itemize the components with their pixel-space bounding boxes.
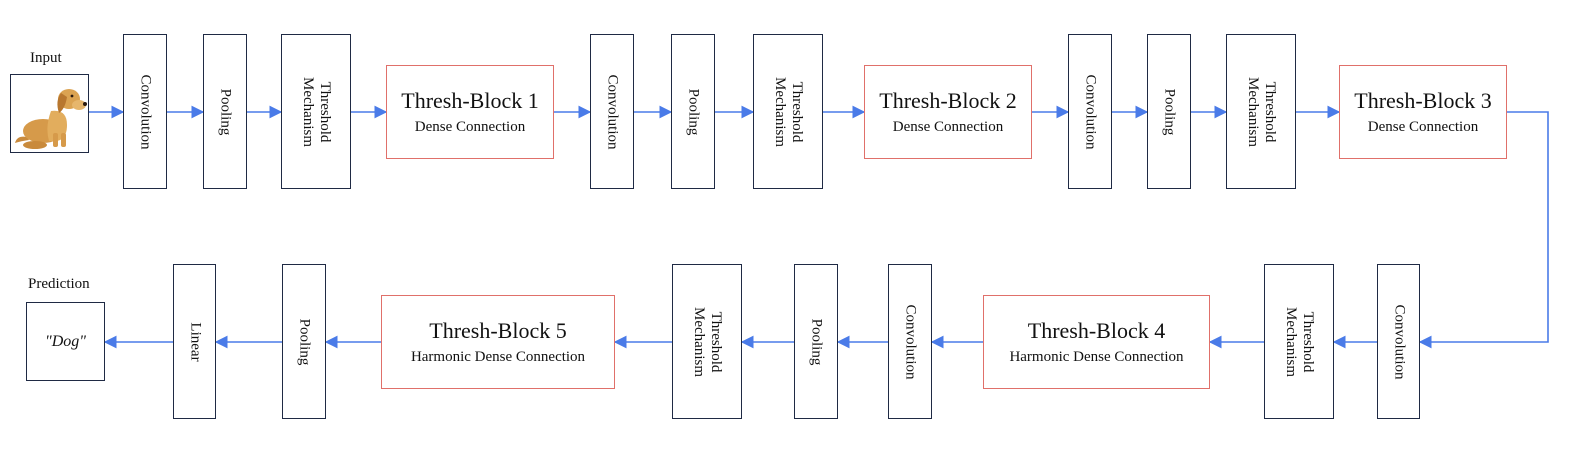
- thresh-block-3: Thresh-Block 3 Dense Connection: [1339, 65, 1507, 159]
- convolution-layer-1: Convolution: [123, 34, 167, 189]
- convolution-label: Convolution: [902, 303, 919, 380]
- thresh-block-4: Thresh-Block 4 Harmonic Dense Connection: [983, 295, 1210, 389]
- threshold-mechanism-5: Threshold Mechanism: [672, 264, 742, 419]
- block-subtitle: Dense Connection: [1367, 118, 1479, 135]
- input-label: Input: [30, 50, 62, 66]
- flow-arrows: [89, 105, 1549, 349]
- pooling-label: Pooling: [296, 318, 313, 365]
- convolution-label: Convolution: [604, 73, 621, 150]
- dog-photo-icon: [11, 75, 87, 151]
- threshold-mechanism-label: Threshold Mechanism: [1245, 76, 1278, 147]
- convolution-layer-3: Convolution: [1068, 34, 1112, 189]
- threshold-mechanism-label: Threshold Mechanism: [691, 306, 724, 377]
- block-subtitle: Dense Connection: [892, 118, 1004, 135]
- block-title: Thresh-Block 3: [1354, 87, 1492, 113]
- pooling-layer-3: Pooling: [1147, 34, 1191, 189]
- block-title: Thresh-Block 2: [879, 87, 1017, 113]
- convolution-label: Convolution: [137, 73, 154, 150]
- input-image: [10, 74, 89, 153]
- pooling-layer-final: Pooling: [282, 264, 326, 419]
- thresh-block-1: Thresh-Block 1 Dense Connection: [386, 65, 554, 159]
- threshold-mechanism-2: Threshold Mechanism: [753, 34, 823, 189]
- thresh-block-5: Thresh-Block 5 Harmonic Dense Connection: [381, 295, 615, 389]
- threshold-mechanism-label: Threshold Mechanism: [772, 76, 805, 147]
- pooling-layer-1: Pooling: [203, 34, 247, 189]
- block-title: Thresh-Block 4: [1027, 317, 1166, 343]
- pooling-layer-2: Pooling: [671, 34, 715, 189]
- prediction-label: Prediction: [28, 276, 90, 292]
- convolution-label: Convolution: [1082, 73, 1099, 150]
- block-subtitle: Harmonic Dense Connection: [1009, 348, 1184, 365]
- convolution-layer-5: Convolution: [888, 264, 932, 419]
- pooling-label: Pooling: [685, 88, 702, 135]
- pooling-layer-5: Pooling: [794, 264, 838, 419]
- block-title: Thresh-Block 5: [429, 317, 567, 343]
- block-subtitle: Harmonic Dense Connection: [410, 348, 586, 365]
- convolution-label: Convolution: [1391, 303, 1407, 380]
- block-subtitle: Dense Connection: [414, 118, 526, 135]
- convolution-layer-2: Convolution: [590, 34, 634, 189]
- thresh-block-2: Thresh-Block 2 Dense Connection: [864, 65, 1032, 159]
- pooling-label: Pooling: [217, 88, 234, 135]
- linear-label: Linear: [187, 321, 203, 362]
- threshold-mechanism-3: Threshold Mechanism: [1226, 34, 1296, 189]
- threshold-mechanism-1: Threshold Mechanism: [281, 34, 351, 189]
- pooling-label: Pooling: [808, 318, 825, 365]
- prediction-value: "Dog": [45, 332, 86, 350]
- threshold-mechanism-label: Threshold Mechanism: [300, 76, 333, 147]
- threshold-mechanism-4: Threshold Mechanism: [1264, 264, 1334, 419]
- arrow-block3-conv4: [1418, 111, 1549, 349]
- pooling-label: Pooling: [1161, 88, 1178, 135]
- convolution-layer-4: Convolution: [1377, 264, 1420, 419]
- block-title: Thresh-Block 1: [401, 87, 539, 113]
- threshold-mechanism-label: Threshold Mechanism: [1283, 306, 1316, 377]
- prediction-output: "Dog": [26, 302, 105, 381]
- linear-layer: Linear: [173, 264, 216, 419]
